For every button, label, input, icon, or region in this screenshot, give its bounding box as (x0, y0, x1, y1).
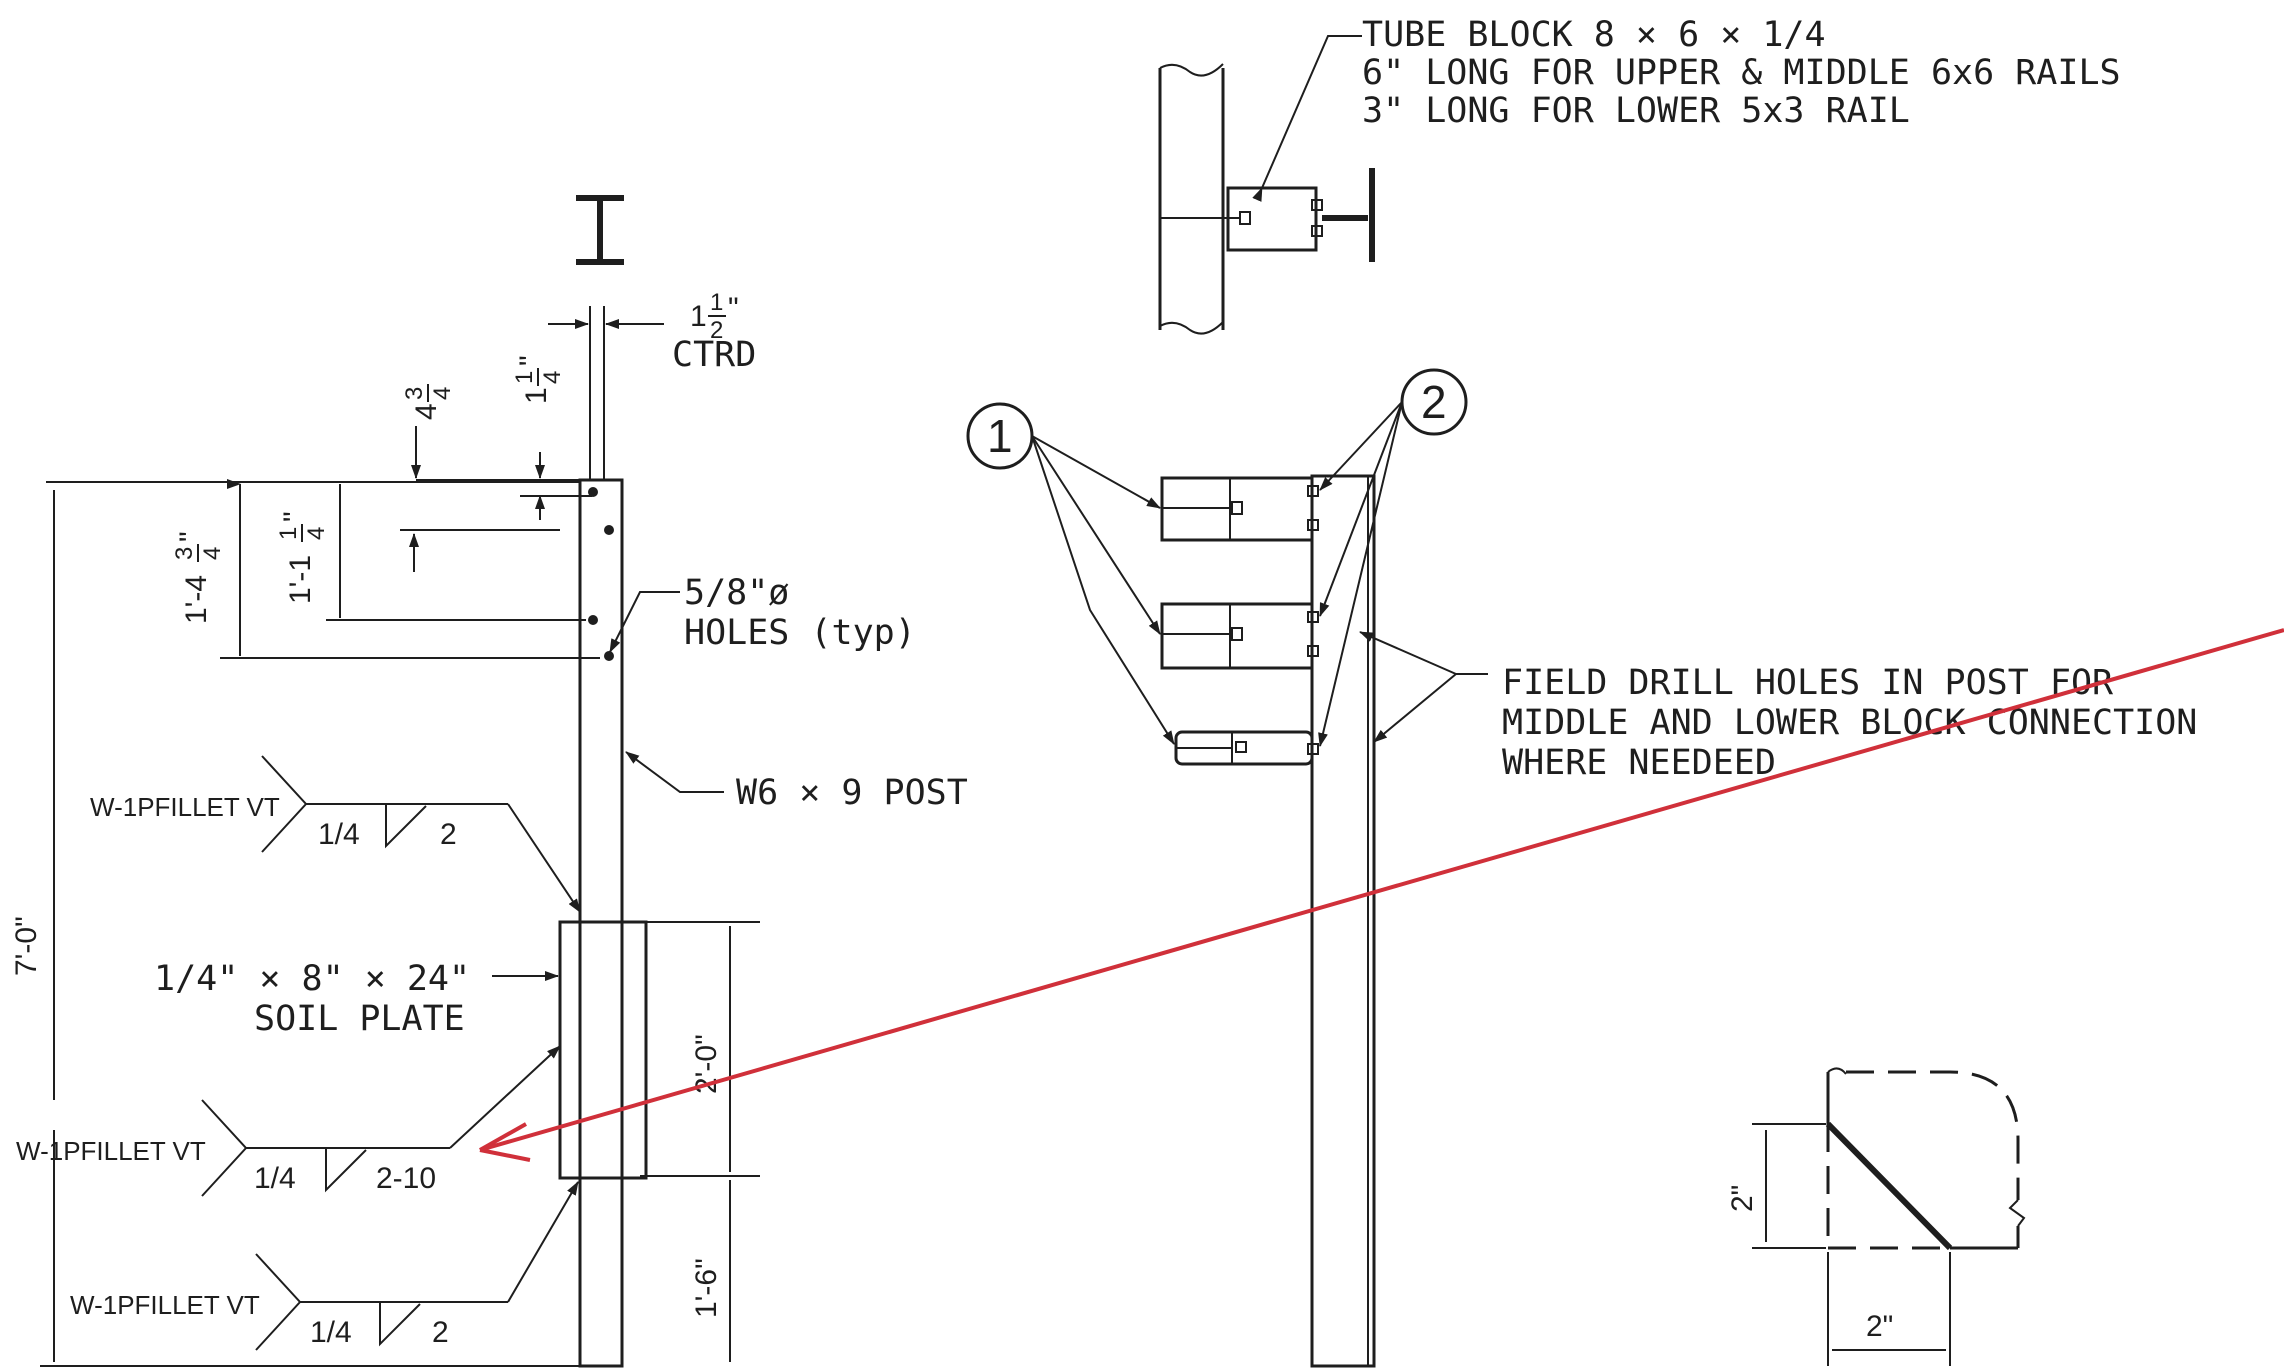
detail-post-section (1158, 68, 1225, 330)
dim-1-4-3-4-whole: 1'-4 (180, 575, 213, 624)
weld-symbol-top (261, 755, 581, 913)
dim-1-4-3-4-num: 3 (171, 547, 198, 560)
callout-1-label: 1 (987, 410, 1013, 462)
flange-width-num: 1 (710, 289, 723, 316)
break-line-bottom (1159, 321, 1224, 335)
dim-1-1-4-num: 1 (511, 371, 538, 384)
weld-size-bottom: 1/4 (310, 1316, 352, 1349)
section-i-symbol (576, 195, 624, 265)
dim-1-1-4-unit: " (514, 355, 547, 366)
tube-block-detail (1158, 35, 1375, 335)
ctrd-label: CTRD (672, 335, 756, 375)
overall-height-dim: 7'-0" (10, 916, 43, 976)
field-drill-line-2: MIDDLE AND LOWER BLOCK CONNECTION (1502, 703, 2197, 743)
chamfer-detail (1752, 1067, 2026, 1366)
weld-symbol-middle (201, 1045, 561, 1197)
dim-1-1-1-4-num: 1 (275, 527, 302, 540)
weld-length-bottom: 2 (432, 1316, 449, 1349)
field-drill-line-1: FIELD DRILL HOLES IN POST FOR (1502, 663, 2114, 703)
soil-plate-size: 1/4" × 8" × 24" (154, 959, 470, 999)
break-line-top (1159, 63, 1224, 77)
weld-length-top: 2 (440, 818, 457, 851)
tube-block-line-2: 6" LONG FOR UPPER & MIDDLE 6x6 RAILS (1362, 53, 2121, 93)
flange-width-den: 2 (710, 317, 723, 344)
post-label: W6 × 9 POST (736, 773, 968, 813)
red-annotation-arrow (479, 628, 2284, 1162)
tube-block-line-1: TUBE BLOCK 8 × 6 × 1/4 (1362, 15, 1826, 55)
weld-size-middle: 1/4 (254, 1162, 296, 1195)
flange-width-whole: 1 (690, 300, 707, 333)
middle-post (1310, 474, 1376, 1368)
dim-1-1-4-den: 4 (539, 371, 566, 384)
holes-typ: HOLES (typ) (684, 613, 916, 653)
chamfer-vertical-dim: 2" (1726, 1185, 1759, 1212)
dim-4-3-4-num: 3 (401, 387, 428, 400)
weld-tag-bottom: W-1PFILLET VT (70, 1290, 260, 1320)
soil-plate (558, 920, 648, 1180)
weld-tag-top: W-1PFILLET VT (90, 792, 280, 822)
weld-size-top: 1/4 (318, 818, 360, 851)
weld-symbol-bottom (255, 1181, 579, 1351)
dim-1-1-1-4-unit: " (278, 511, 311, 522)
post-holes (588, 487, 614, 661)
dim-1-1-4-whole: 1 (520, 387, 553, 404)
post-with-blocks-detail (966, 368, 1488, 1368)
dim-1-4-3-4-den: 4 (199, 547, 226, 560)
flange-width-unit: " (728, 292, 739, 325)
dim-1-1-1-4-den: 4 (303, 527, 330, 540)
soil-plate-label: SOIL PLATE (254, 999, 465, 1039)
embed-depth-dim: 1'-6" (690, 1258, 723, 1318)
tube-block-plan (1226, 186, 1318, 252)
dim-4-3-4-den: 4 (429, 387, 456, 400)
field-drill-line-3: WHERE NEEDEED (1502, 743, 1776, 783)
top-dimensions (400, 306, 664, 572)
dim-1-1-1-4-whole: 1'-1 (284, 555, 317, 604)
side-dimensions (40, 481, 760, 1367)
dim-4-3-4-whole: 4 (410, 403, 443, 420)
chamfer-horizontal-dim: 2" (1866, 1310, 1893, 1343)
dim-1-4-3-4-unit: " (174, 531, 207, 542)
callout-2-label: 2 (1421, 376, 1447, 428)
middle-block (1160, 602, 1314, 670)
tube-block-line-3: 3" LONG FOR LOWER 5x3 RAIL (1362, 91, 1910, 131)
weld-length-middle: 2-10 (376, 1162, 436, 1195)
weld-tag-middle: W-1PFILLET VT (16, 1136, 206, 1166)
holes-size: 5/8"ø (684, 573, 789, 613)
